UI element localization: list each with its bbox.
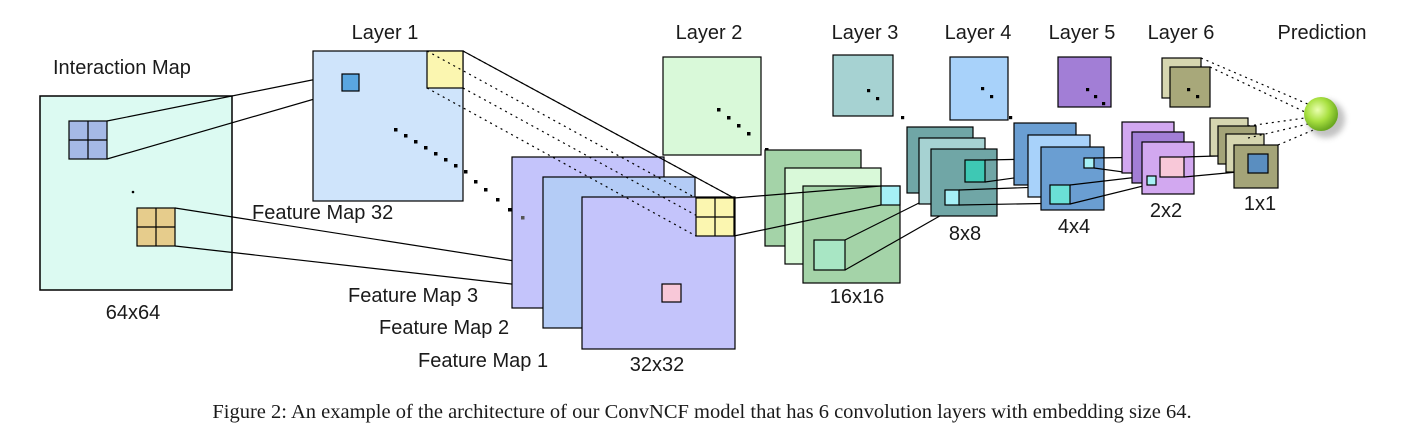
layer6-stack-front <box>1233 144 1279 189</box>
layer2-cell-cyan <box>880 185 901 206</box>
layer5-map <box>1057 56 1112 108</box>
figure-caption: Figure 2: An example of the architecture… <box>212 401 1191 423</box>
label-layer2: Layer 2 <box>676 22 743 44</box>
label-size-32: 32x32 <box>630 354 685 376</box>
layer3-stack-front <box>930 148 998 217</box>
label-feature-map-3: Feature Map 3 <box>348 285 478 307</box>
layer1-solid-connectors <box>462 50 735 199</box>
label-prediction: Prediction <box>1278 22 1367 44</box>
label-layer3: Layer 3 <box>832 22 899 44</box>
label-feature-map-1: Feature Map 1 <box>418 350 548 372</box>
label-size-16: 16x16 <box>830 286 885 308</box>
interaction-patch-blue <box>68 120 108 160</box>
label-size-1: 1x1 <box>1244 193 1276 215</box>
layer2-map <box>662 56 762 156</box>
layer4-cell-teal <box>1049 184 1071 205</box>
interaction-patch-tan <box>136 207 176 247</box>
label-interaction-map: Interaction Map <box>53 57 191 79</box>
label-feature-map-2: Feature Map 2 <box>379 317 509 339</box>
layer5-ellipsis <box>1086 88 1106 106</box>
interaction-dot <box>131 190 135 194</box>
layer3-cell-teal <box>964 159 986 183</box>
label-layer1: Layer 1 <box>352 22 419 44</box>
label-size-64: 64x64 <box>106 302 161 324</box>
layer3-map <box>832 54 894 117</box>
layer5-cell-pink <box>1159 156 1185 178</box>
layer5-cell-small <box>1146 175 1157 186</box>
label-layer5: Layer 5 <box>1049 22 1116 44</box>
feature-map-cell-pink <box>661 283 682 303</box>
label-size-8: 8x8 <box>949 223 981 245</box>
layer2-cell-green <box>813 239 846 271</box>
label-layer6: Layer 6 <box>1148 22 1215 44</box>
prediction-node <box>1304 97 1345 138</box>
layer4-cell-small <box>1083 157 1095 169</box>
layer4-map <box>949 56 1009 121</box>
label-feature-map-32: Feature Map 32 <box>252 202 393 224</box>
label-size-4: 4x4 <box>1058 216 1090 238</box>
layer6-front <box>1169 66 1211 108</box>
label-layer4: Layer 4 <box>945 22 1012 44</box>
layer4-ellipsis <box>981 87 1013 120</box>
layer6-ellipsis <box>1187 88 1200 99</box>
feature-map-yellow-grid <box>695 197 735 237</box>
layer3-ellipsis <box>867 89 905 120</box>
layer3-cell-cyan <box>944 189 960 206</box>
label-size-2: 2x2 <box>1150 200 1182 222</box>
feature-map-ellipsis <box>394 128 525 220</box>
layer6-cell-steel <box>1247 153 1269 174</box>
layer1-cell-blue <box>341 73 360 92</box>
interaction-map <box>39 95 233 291</box>
layer1-cell-yellow <box>426 50 464 89</box>
